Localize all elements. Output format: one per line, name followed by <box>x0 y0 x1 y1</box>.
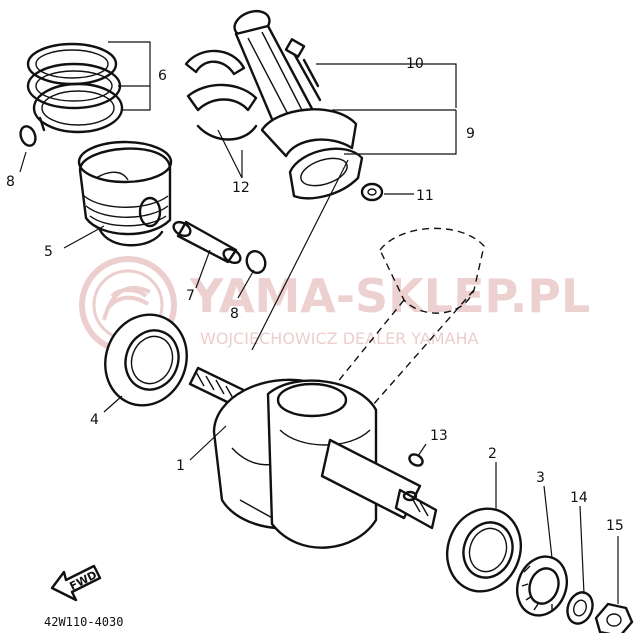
big-end-bearing-shells <box>184 49 258 141</box>
callout-14: 14 <box>570 490 588 506</box>
callout-5: 5 <box>44 244 53 260</box>
left-main-bearing <box>104 313 188 407</box>
piston-rings <box>26 42 124 134</box>
drawing-code: 42W110-4030 <box>44 615 123 629</box>
callout-8-middle: 8 <box>230 306 239 322</box>
callout-7: 7 <box>186 288 195 304</box>
callout-12: 12 <box>232 180 250 196</box>
fwd-arrow: FWD <box>50 564 102 602</box>
leader-lines <box>19 41 619 604</box>
callout-6: 6 <box>158 68 167 84</box>
crank-gear <box>516 555 568 617</box>
crank-nut <box>594 602 634 633</box>
callout-1: 1 <box>176 458 185 474</box>
watermark-subtitle: WOJCIECHOWICZ DEALER YAMAHA <box>200 329 479 348</box>
rod-phantom-outline <box>335 227 485 407</box>
crankshaft <box>188 366 438 549</box>
callout-4: 4 <box>90 412 99 428</box>
callout-3: 3 <box>536 470 545 486</box>
callout-15: 15 <box>606 518 624 534</box>
piston-pin-clip-left <box>19 125 37 147</box>
piston-pin <box>172 220 242 265</box>
piston <box>77 140 173 247</box>
callout-13: 13 <box>430 428 448 444</box>
watermark-brand: YAMA-SKLEP.PL <box>189 269 590 323</box>
watermark: YAMA-SKLEP.PL WOJCIECHOWICZ DEALER YAMAH… <box>79 256 590 354</box>
right-main-bearing <box>446 507 522 593</box>
washer <box>566 591 594 625</box>
callout-11: 11 <box>416 188 434 204</box>
callout-8-top: 8 <box>6 174 15 190</box>
callout-numbers: 6 8 5 12 10 9 11 7 8 4 1 13 2 3 14 15 <box>6 56 624 534</box>
woodruff-key <box>408 453 424 467</box>
callout-2: 2 <box>488 446 497 462</box>
callout-9: 9 <box>466 126 475 142</box>
connecting-rod <box>233 9 384 202</box>
piston-pin-clip-right <box>245 250 267 274</box>
callout-10: 10 <box>406 56 424 72</box>
